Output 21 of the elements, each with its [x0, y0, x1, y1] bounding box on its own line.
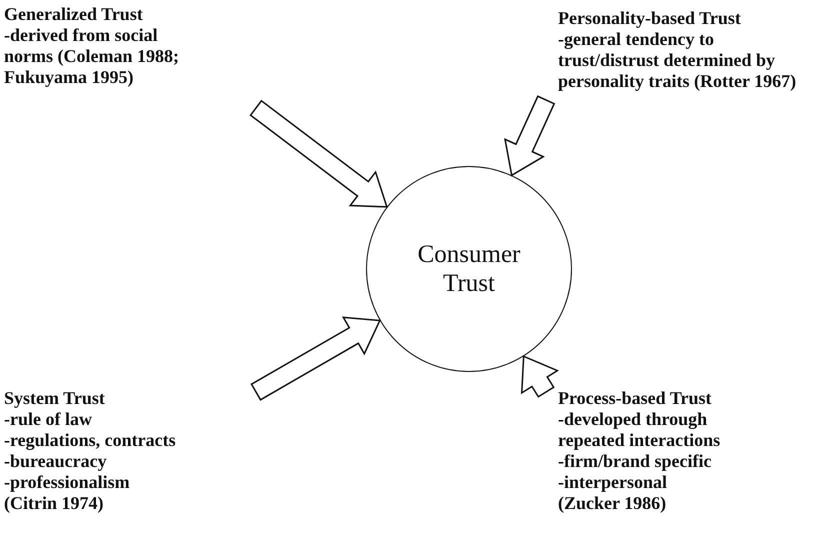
node-heading: Personality-based Trust: [558, 8, 742, 29]
node-text: -firm/brand specific: [558, 451, 712, 472]
node-heading: Process-based Trust: [558, 388, 713, 409]
block-arrow: [504, 95, 556, 176]
node-text: -developed through repeated interactions: [558, 409, 722, 451]
node-heading: Generalized Trust: [4, 4, 144, 25]
block-arrow: [520, 355, 559, 398]
node-text: -rule of law: [4, 409, 93, 430]
node-heading: System Trust: [4, 388, 106, 409]
circle-node: [366, 166, 572, 372]
node-text: (Citrin 1974): [4, 493, 104, 514]
node-text: -regulations, contracts: [4, 430, 177, 451]
node-text: -general tendency to trust/distrust determined by personality traits (Rotter 1967): [558, 29, 798, 92]
block-arrow: [250, 316, 381, 401]
node-text: (Zucker 1986): [558, 493, 668, 514]
node-text: -interpersonal: [558, 472, 668, 493]
node-text: -derived from social norms (Coleman 1988; Fukuyama 1995): [4, 25, 180, 88]
node-text: -bureaucracy: [4, 451, 108, 472]
block-arrow: [250, 100, 388, 208]
node-label: Consumer Trust: [416, 240, 522, 298]
node-text: -professionalism: [4, 472, 131, 493]
